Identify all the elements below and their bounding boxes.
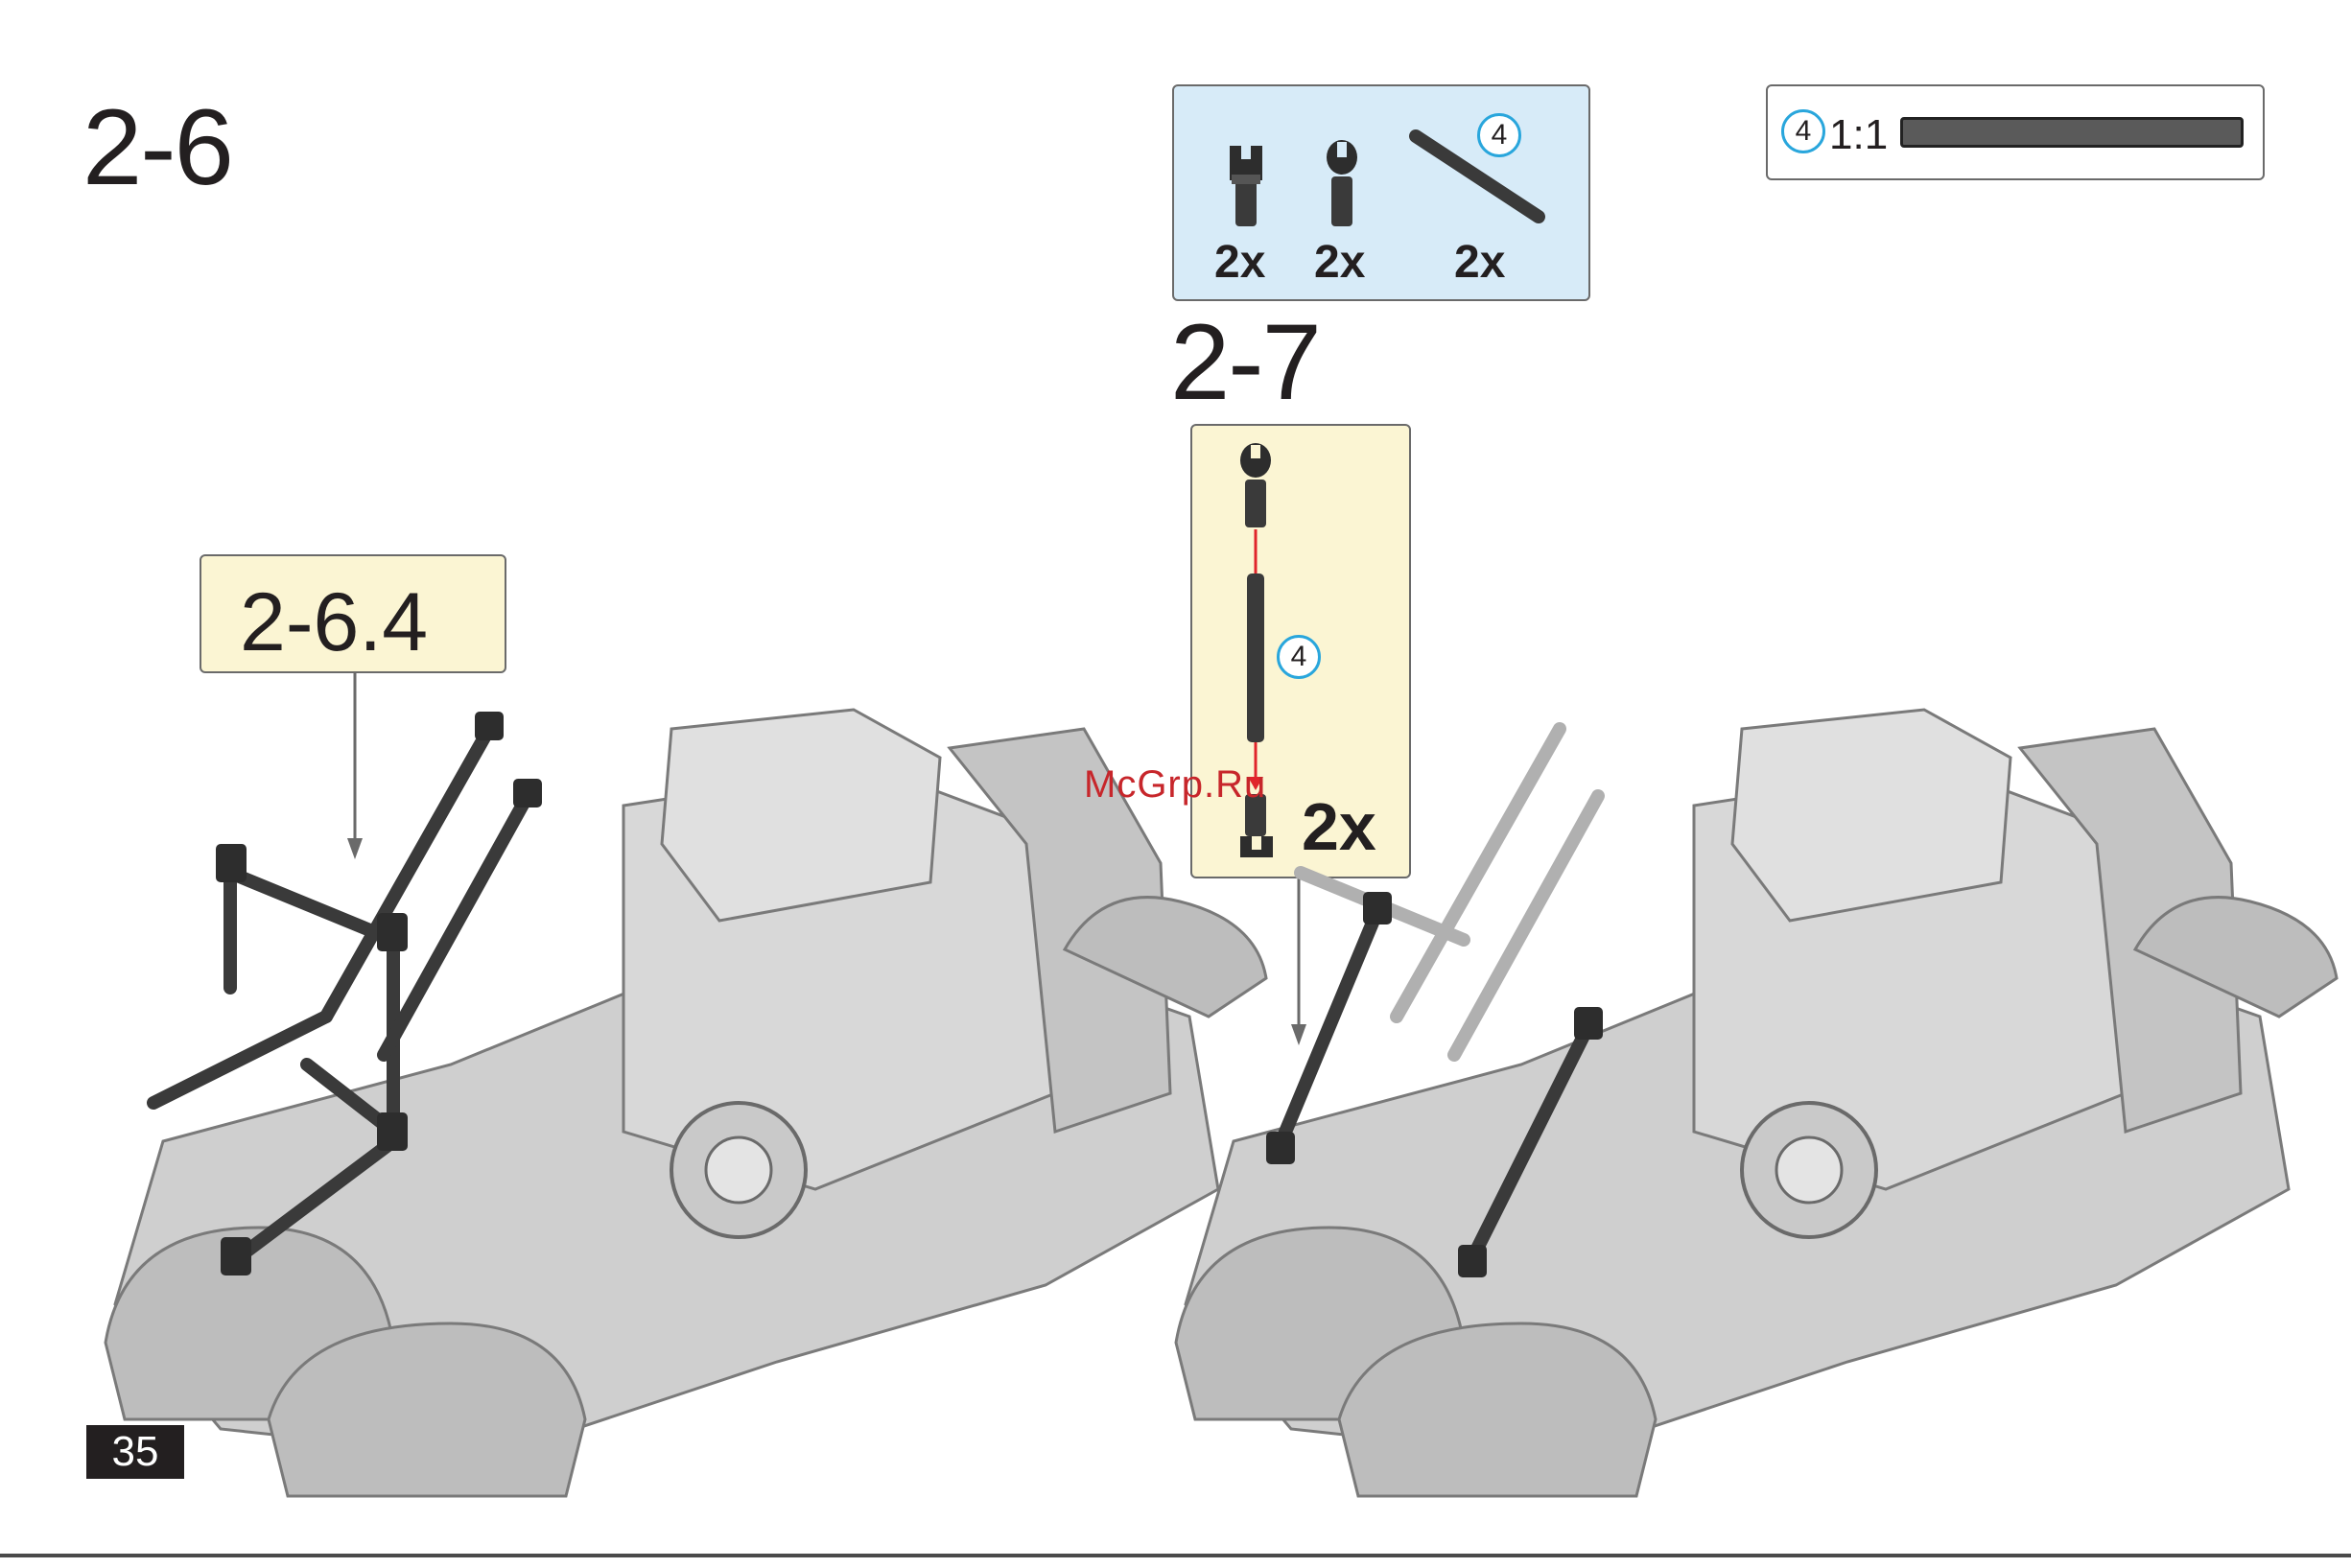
chassis-model-right — [1176, 710, 2337, 1496]
light-linkage-parts-right — [1301, 729, 1598, 1055]
page-number: 35 — [86, 1425, 184, 1479]
footer-divider — [0, 1554, 2351, 1557]
sub-step-pointer-arrow — [347, 671, 363, 859]
step-callout-pointer-arrow — [1291, 877, 1306, 1045]
watermark-text: McGrp.Ru — [1084, 763, 1266, 807]
chassis-model-left — [106, 710, 1266, 1496]
